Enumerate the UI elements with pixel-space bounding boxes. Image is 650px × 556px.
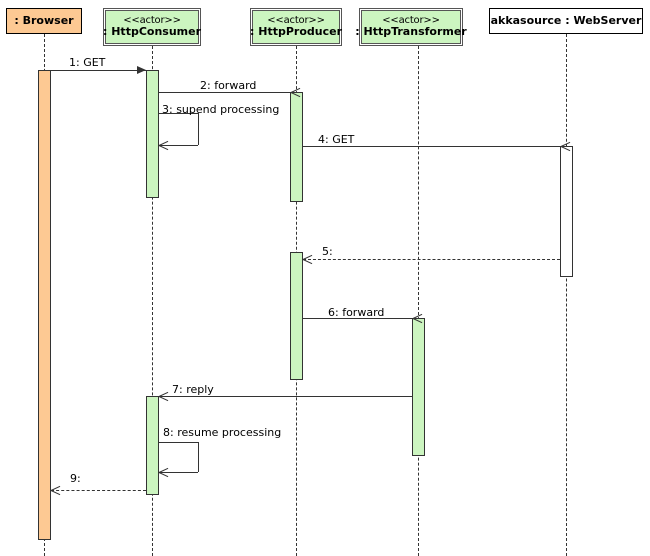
- arrowhead-6: [403, 313, 423, 324]
- lifeline-httpconsumer: [152, 46, 153, 556]
- message-label-6: 6: forward: [328, 306, 385, 319]
- message-3-line-right: [198, 113, 199, 145]
- stereotype-label-httptransformer: <<actor>>: [382, 14, 440, 26]
- activation-bar-browser: [38, 70, 51, 540]
- participant-name-httpproducer: : HttpProducer: [250, 25, 342, 39]
- participant-name-httptransformer: : HttpTransformer: [355, 25, 467, 39]
- participant-name-httpconsumer: : HttpConsumer: [103, 25, 202, 39]
- arrowhead-8: [158, 467, 169, 478]
- participant-name-webserver: akkasource : WebServer: [490, 13, 642, 27]
- message-5-line: [303, 259, 560, 260]
- lifeline-httptransformer: [418, 46, 419, 556]
- lifeline-head-httptransformer[interactable]: <<actor>>: HttpTransformer: [355, 8, 467, 46]
- message-6-line: [303, 318, 412, 319]
- activation-bar-httpconsumer: [146, 396, 159, 495]
- message-8-line-top: [159, 442, 198, 443]
- message-9-line: [51, 490, 146, 491]
- arrowhead-4: [551, 141, 571, 152]
- arrowhead-1: [137, 66, 146, 74]
- message-8-line-right: [198, 442, 199, 472]
- arrowhead-9: [50, 485, 61, 496]
- message-label-1: 1: GET: [69, 56, 106, 69]
- message-3-line-bottom: [159, 145, 198, 146]
- arrowhead-3: [158, 140, 169, 151]
- message-label-3: 3: supend processing: [162, 103, 280, 116]
- lifeline-head-httpconsumer[interactable]: <<actor>>: HttpConsumer: [103, 8, 201, 46]
- message-label-5: 5:: [322, 245, 333, 258]
- activation-bar-httpproducer: [290, 252, 303, 380]
- activation-bar-webserver: [560, 146, 573, 277]
- stereotype-label-httpconsumer: <<actor>>: [123, 14, 181, 26]
- message-1-line: [51, 70, 146, 71]
- message-4-line: [303, 146, 560, 147]
- activation-bar-httptransformer: [412, 318, 425, 456]
- stereotype-label-httpproducer: <<actor>>: [267, 14, 325, 26]
- message-2-line: [159, 92, 290, 93]
- message-7-line: [159, 396, 412, 397]
- message-3-line-top: [159, 113, 198, 114]
- lifeline-head-browser[interactable]: : Browser: [6, 8, 82, 34]
- arrowhead-2: [281, 87, 301, 98]
- participant-name-browser: : Browser: [14, 13, 74, 27]
- activation-bar-httpproducer: [290, 92, 303, 202]
- lifeline-head-httpproducer[interactable]: <<actor>>: HttpProducer: [250, 8, 342, 46]
- message-8-line-bottom: [159, 472, 198, 473]
- activation-bar-httpconsumer: [146, 70, 159, 198]
- lifeline-head-webserver[interactable]: akkasource : WebServer: [489, 8, 643, 34]
- message-label-2: 2: forward: [200, 79, 257, 92]
- message-label-4: 4: GET: [318, 133, 355, 146]
- message-label-9: 9:: [70, 472, 81, 485]
- arrowhead-7: [158, 391, 169, 402]
- lifeline-webserver: [566, 34, 567, 556]
- arrowhead-5: [302, 254, 313, 265]
- message-label-8: 8: resume processing: [163, 426, 282, 439]
- message-label-7: 7: reply: [172, 383, 214, 396]
